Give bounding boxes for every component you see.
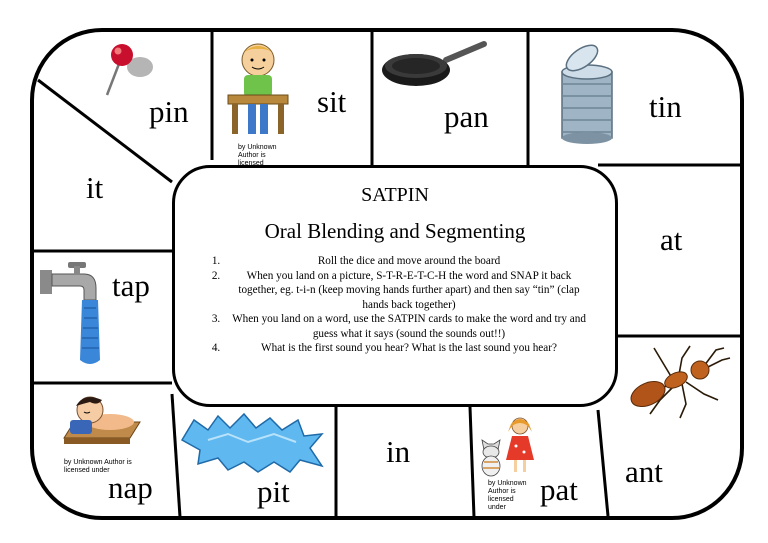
water-pit-icon [180, 412, 324, 473]
girl-and-cat-icon [481, 417, 534, 477]
board-subtitle: Oral Blending and Segmenting [264, 219, 526, 243]
image-caption-nap: by Unknown Author is licensed under [64, 459, 134, 475]
instruction-item: Roll the dice and move around the board [223, 254, 591, 269]
instruction-item: When you land on a picture, S-T-R-E-T-C-… [223, 269, 591, 313]
water-tap-icon [40, 262, 100, 364]
square-nap-word: nap [108, 470, 153, 505]
board-title: SATPIN [361, 184, 429, 206]
instructions-panel: SATPIN Oral Blending and Segmenting Roll… [172, 165, 618, 407]
square-ant-word: ant [625, 454, 663, 489]
square-pin-word: pin [149, 94, 189, 129]
square-pan-word: pan [444, 99, 489, 134]
square-tap-word: tap [112, 268, 150, 303]
frying-pan-icon [382, 41, 487, 86]
instruction-item: What is the first sound you hear? What i… [223, 341, 591, 356]
square-tin-word: tin [649, 89, 682, 124]
square-sit-word: sit [317, 84, 347, 119]
square-pat-word: pat [540, 472, 578, 507]
square-it-word: it [86, 170, 104, 205]
square-at-word: at [660, 222, 683, 257]
tin-can-icon [561, 44, 613, 144]
instruction-item: When you land on a word, use the SATPIN … [223, 312, 591, 341]
instruction-list: Roll the dice and move around the board … [175, 254, 615, 356]
sleeping-boy-icon [63, 396, 141, 444]
image-caption-pat: by Unknown Author is licensed under [488, 480, 527, 511]
boy-at-desk-icon [227, 43, 289, 134]
square-in-word: in [386, 434, 411, 469]
ant-icon [630, 345, 731, 419]
square-pit-word: pit [257, 474, 290, 509]
push-pin-icon [105, 44, 153, 96]
